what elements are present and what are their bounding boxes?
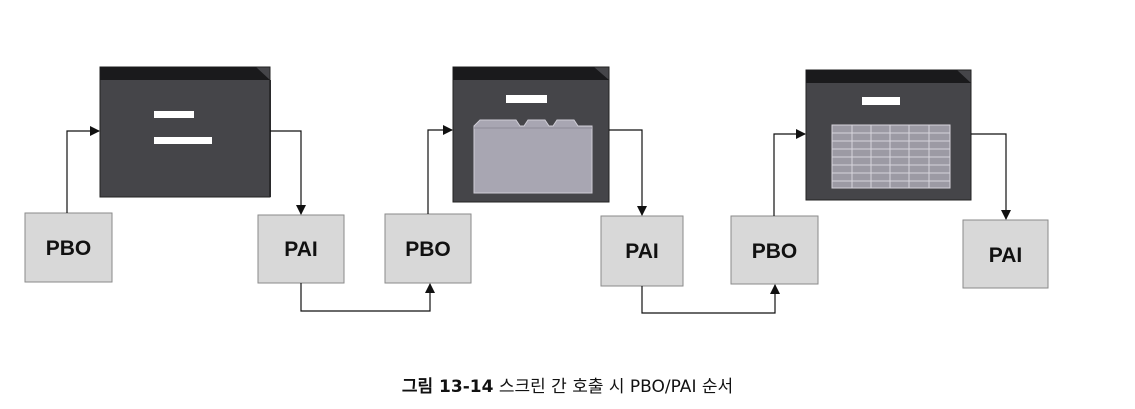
pbo-label-3: PBO <box>752 240 798 263</box>
arrow-pbo3-to-screen3 <box>773 129 806 216</box>
pai-label-1: PAI <box>284 238 317 261</box>
screen-3 <box>805 69 972 201</box>
pai-label-3: PAI <box>989 244 1022 267</box>
screen-3-titlebar <box>806 70 971 83</box>
screen-3-field <box>862 97 900 105</box>
screen-1-field-2 <box>154 137 212 144</box>
arrow-pai2-to-pbo3 <box>641 284 780 314</box>
arrow-pbo2-to-screen2 <box>427 125 453 214</box>
pai-box-3: PAI <box>962 219 1049 289</box>
arrow-screen1-to-pai1 <box>270 130 306 215</box>
screen-1-titlebar <box>100 67 270 80</box>
caption-text: 스크린 간 호출 시 PBO/PAI 순서 <box>498 377 734 397</box>
pbo-box-3: PBO <box>730 215 819 285</box>
screen-2 <box>452 66 610 203</box>
arrow-screen2-to-pai2 <box>609 129 647 216</box>
figure-number: 그림 13-14 <box>401 377 494 397</box>
pbo-box-1: PBO <box>24 212 113 283</box>
pbo-label-1: PBO <box>46 237 92 260</box>
screen-1 <box>99 66 271 198</box>
pai-label-2: PAI <box>625 240 658 263</box>
figure-caption: 그림 13-14 스크린 간 호출 시 PBO/PAI 순서 <box>0 372 1135 397</box>
pai-box-2: PAI <box>600 215 684 287</box>
arrow-pbo1-to-screen1 <box>66 126 100 213</box>
pbo-label-2: PBO <box>405 238 451 261</box>
pai-box-1: PAI <box>257 214 345 284</box>
screen-2-tabstrip <box>473 119 593 194</box>
screen-2-field <box>506 95 547 103</box>
screen-2-titlebar <box>453 67 609 80</box>
screen-3-table-control <box>831 124 951 189</box>
arrow-pai1-to-pbo2 <box>300 283 435 312</box>
pbo-box-2: PBO <box>384 213 472 284</box>
screen-1-field-1 <box>154 111 194 118</box>
arrow-screen3-to-pai3 <box>971 133 1011 220</box>
